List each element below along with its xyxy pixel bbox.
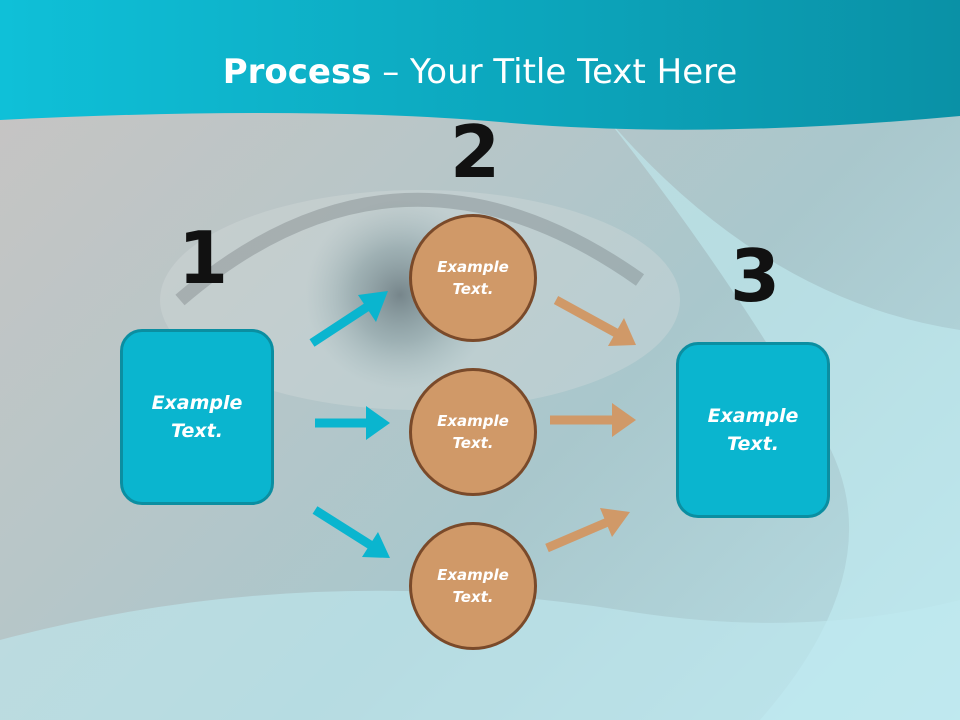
arrow-to-bottom: [312, 506, 390, 558]
arrow-to-top: [309, 291, 388, 347]
step-number-1: 1: [178, 216, 229, 300]
title-bold: Process: [222, 52, 372, 92]
step-number-3: 3: [730, 234, 781, 318]
right-box: Example Text.: [676, 342, 830, 518]
circle-top-text: Example Text.: [437, 257, 509, 299]
arrow-to-middle: [315, 406, 390, 440]
left-box-text: Example Text.: [151, 391, 243, 443]
arrow-from-bottom: [545, 508, 630, 553]
arrow-from-top: [553, 296, 636, 346]
circle-middle-text: Example Text.: [437, 411, 509, 453]
title-rest: – Your Title Text Here: [371, 52, 738, 92]
circle-top: Example Text.: [409, 214, 537, 342]
lash-shape: [175, 192, 645, 306]
step-number-2: 2: [450, 110, 501, 194]
page-title: Process – Your Title Text Here: [0, 52, 960, 92]
circle-bottom-text: Example Text.: [437, 565, 509, 607]
left-box: Example Text.: [120, 329, 274, 505]
fabric-shape: [600, 110, 960, 720]
circle-middle: Example Text.: [409, 368, 537, 496]
fabric-bottom-shape: [0, 590, 960, 720]
header-band: [0, 0, 960, 130]
arrow-from-middle: [550, 403, 636, 437]
circle-bottom: Example Text.: [409, 522, 537, 650]
right-box-text: Example Text.: [707, 404, 799, 456]
